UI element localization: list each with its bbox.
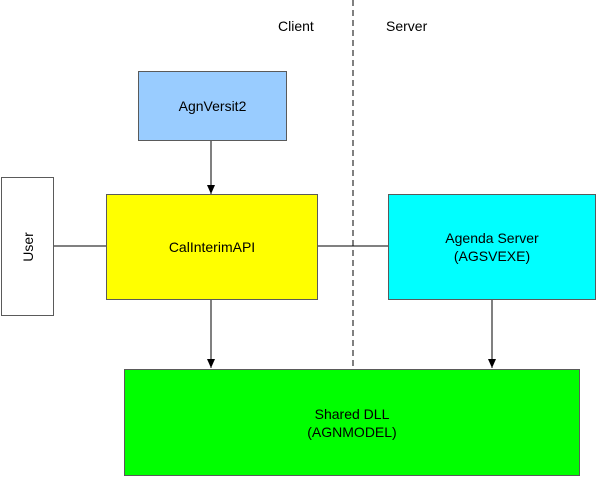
user-node[interactable]: User xyxy=(1,177,54,316)
agenda-server-subtitle: (AGSVEXE) xyxy=(453,248,531,264)
client-region-label: Client xyxy=(278,18,314,34)
agenda-server-title: Agenda Server xyxy=(445,230,539,246)
user-label: User xyxy=(19,231,36,262)
agenda-server-node[interactable]: Agenda Server (AGSVEXE) xyxy=(388,194,596,300)
agnversit2-label: AgnVersit2 xyxy=(178,98,247,114)
calinterimapi-node[interactable]: CalInterimAPI xyxy=(106,194,318,300)
shared-dll-subtitle: (AGNMODEL) xyxy=(307,423,397,440)
agnversit2-node[interactable]: AgnVersit2 xyxy=(138,71,287,141)
server-region-label: Server xyxy=(386,18,428,34)
shared-dll-node[interactable]: Shared DLL (AGNMODEL) xyxy=(124,369,580,476)
calinterimapi-label: CalInterimAPI xyxy=(168,239,256,255)
shared-dll-title: Shared DLL xyxy=(314,405,390,422)
